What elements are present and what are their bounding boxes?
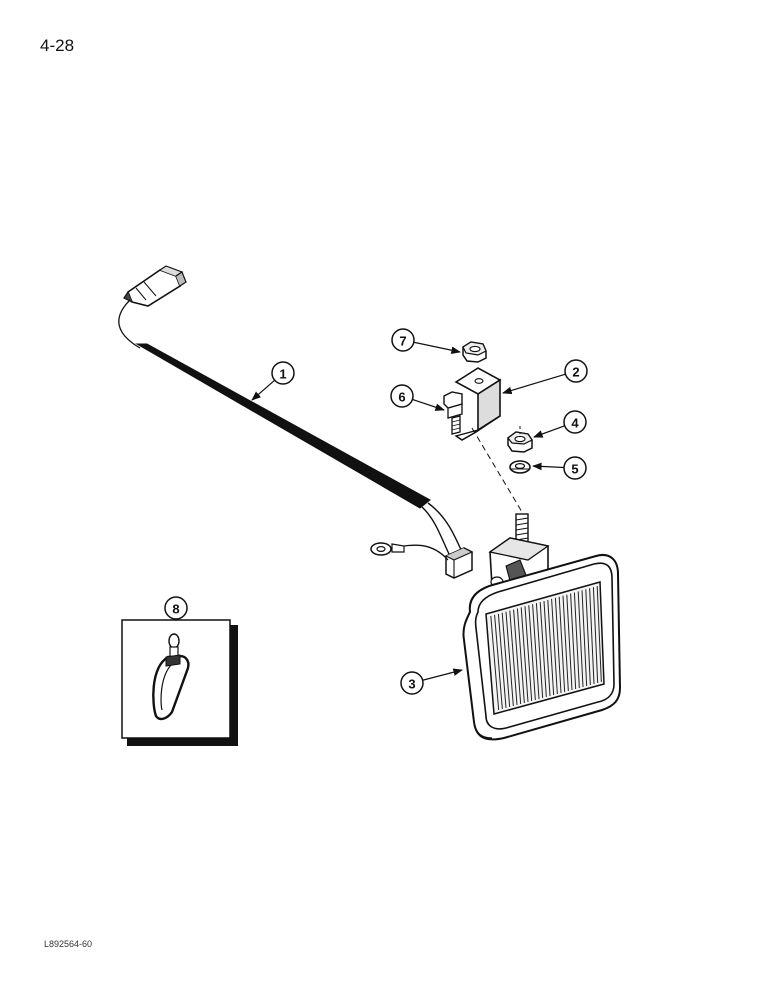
lens-rib: [566, 594, 573, 691]
callouts: 1 2 3 4 5 6 7 8: [164, 328, 588, 695]
ring-terminal: [370, 542, 405, 556]
callout-leader: [502, 373, 566, 395]
callout-number: 3: [408, 677, 415, 692]
lens-rib: [562, 595, 569, 692]
lens-rib: [596, 586, 602, 683]
harness-wire-a: [427, 502, 463, 553]
lens-rib: [554, 597, 562, 694]
mounting-bracket: [454, 367, 502, 441]
figure-reference: L892564-60: [44, 939, 93, 949]
callout-number: 2: [572, 365, 579, 380]
harness-wire-b: [421, 506, 451, 557]
callout-4: 4: [533, 410, 587, 438]
lens-rib: [497, 613, 507, 709]
callout-circle: [390, 384, 414, 408]
lens-rib: [532, 604, 540, 700]
lens-rib: [516, 608, 525, 704]
inset-box: [121, 619, 238, 746]
callout-number: 6: [398, 390, 405, 405]
lens-rib: [551, 598, 558, 695]
lead-wire: [118, 299, 141, 349]
callout-1: 1: [251, 361, 295, 401]
lens-rib: [585, 589, 591, 686]
harness-sheath: [135, 343, 431, 509]
lens-ribs: [490, 586, 602, 711]
callout-circle: [400, 671, 424, 695]
nut-4: [507, 431, 533, 453]
callout-number: 8: [172, 602, 179, 617]
lens-rib: [592, 587, 599, 684]
lock-washer-5: [509, 460, 531, 474]
lens-rib: [589, 588, 595, 685]
lens-rib: [524, 606, 533, 702]
callout-circle: [563, 410, 587, 434]
lens-rib: [539, 602, 547, 698]
callout-number: 7: [399, 334, 406, 349]
callout-circle: [564, 359, 588, 383]
lens-rib: [509, 610, 518, 706]
work-lamp: [462, 513, 622, 741]
lens-rib: [558, 596, 566, 693]
callout-leader: [412, 398, 445, 411]
callout-number: 4: [571, 416, 579, 431]
lens-rib: [570, 593, 577, 690]
lens-rib: [528, 605, 536, 701]
assembly-centerline: [471, 427, 523, 513]
callout-2: 2: [502, 359, 588, 395]
lens-rib: [505, 611, 514, 707]
callout-number: 1: [279, 367, 286, 382]
callout-leader: [251, 379, 276, 401]
lens-rib: [490, 615, 500, 711]
callout-3: 3: [400, 668, 463, 695]
callout-8: 8: [164, 596, 188, 620]
terminal-block: [445, 547, 474, 579]
lens-rib: [577, 591, 584, 688]
callout-leader: [413, 341, 461, 354]
callout-leader: [422, 668, 463, 681]
callout-leader: [533, 425, 565, 438]
lens-rib: [573, 592, 580, 689]
page-number: 4-28: [40, 36, 75, 55]
cable-strap: [152, 633, 190, 721]
callout-circle: [271, 361, 295, 385]
callout-circle: [563, 456, 587, 480]
harness-connector: [123, 265, 187, 307]
callout-5: 5: [532, 456, 587, 480]
callout-circle: [391, 328, 415, 352]
nut-7: [462, 341, 487, 363]
callout-number: 5: [571, 462, 578, 477]
lens-rib: [547, 599, 555, 696]
lens-rib: [513, 609, 522, 705]
lens-rib: [494, 614, 503, 710]
lens-rib: [520, 607, 529, 703]
wire-harness: [118, 265, 474, 579]
bolt-6: [443, 391, 463, 435]
callout-7: 7: [391, 328, 461, 354]
callout-6: 6: [390, 384, 445, 411]
lens-rib: [535, 603, 544, 699]
lens-rib: [581, 590, 588, 687]
lens-rib: [543, 600, 551, 697]
callout-circle: [164, 596, 188, 620]
callout-leader: [532, 462, 565, 471]
lens-rib: [501, 612, 511, 708]
